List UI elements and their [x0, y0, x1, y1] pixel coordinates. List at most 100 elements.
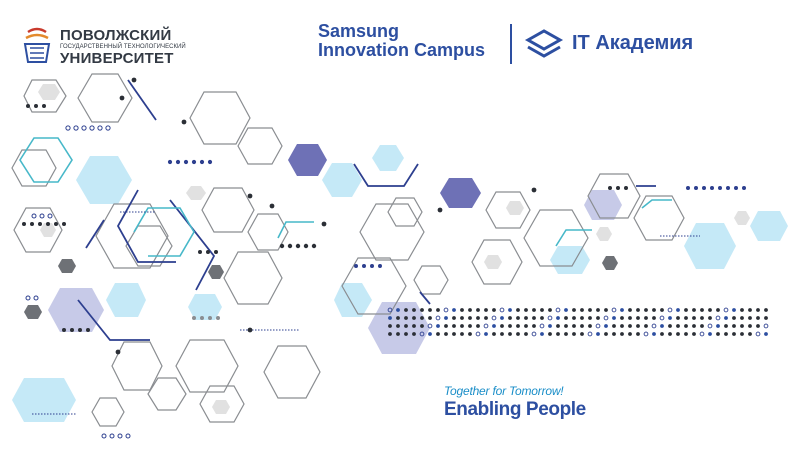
- grid-dot: [419, 331, 425, 337]
- lavender-hexagons: [48, 190, 622, 354]
- grid-dot: [500, 332, 504, 336]
- university-name-line3: УНИВЕРСИТЕТ: [60, 50, 174, 67]
- grid-dot: [564, 332, 568, 336]
- grid-dot: [755, 331, 761, 337]
- grid-dot: [387, 307, 393, 313]
- grid-dot: [436, 308, 440, 312]
- grid-dot: [508, 324, 512, 328]
- grid-dot: [756, 324, 760, 328]
- grid-dot: [548, 332, 552, 336]
- endpoint-nodes: [115, 77, 537, 355]
- grid-dot: [603, 315, 609, 321]
- grid-dot: [500, 324, 504, 328]
- grid-dot: [660, 308, 664, 312]
- grid-dot: [508, 308, 512, 312]
- samsung-line1: Samsung: [318, 21, 400, 41]
- grid-dot: [572, 308, 576, 312]
- grid-dot: [524, 324, 528, 328]
- grid-dot: [556, 332, 560, 336]
- it-academy-label: IT Академия: [572, 32, 694, 54]
- grid-dot: [724, 332, 728, 336]
- grid-dot: [428, 316, 432, 320]
- grid-dot: [412, 332, 416, 336]
- light-gray-hexagons: [38, 84, 750, 414]
- grid-dot: [555, 307, 561, 313]
- grid-dot: [756, 308, 760, 312]
- grid-dot: [483, 323, 489, 329]
- grid-dot: [388, 316, 392, 320]
- grid-dot: [436, 332, 440, 336]
- grid-dot: [740, 332, 744, 336]
- grid-dot: [491, 315, 497, 321]
- samsung-line2: Innovation Campus: [318, 40, 486, 60]
- grid-dot: [707, 323, 713, 329]
- grid-dot: [724, 316, 728, 320]
- grid-dot: [564, 324, 568, 328]
- university-logo: ПОВОЛЖСКИЙ ГОСУДАРСТВЕННЫЙ ТЕХНОЛОГИЧЕСК…: [20, 24, 186, 68]
- grid-dot: [468, 324, 472, 328]
- grid-dot: [388, 324, 392, 328]
- grid-dot: [516, 308, 520, 312]
- grid-dot: [484, 332, 488, 336]
- grid-dot: [580, 316, 584, 320]
- grid-dot: [676, 316, 680, 320]
- teal-strokes: [19, 137, 672, 257]
- grid-dot: [588, 324, 592, 328]
- grid-dot: [692, 316, 696, 320]
- grid-dot: [500, 316, 504, 320]
- grid-dot: [692, 308, 696, 312]
- dot-rows: [22, 104, 746, 439]
- grid-dot: [396, 324, 400, 328]
- grid-dot: [628, 324, 632, 328]
- grid-dot: [764, 316, 768, 320]
- grid-dot: [708, 308, 712, 312]
- grid-dot: [604, 332, 608, 336]
- grid-dot: [644, 316, 648, 320]
- grid-dot: [492, 308, 496, 312]
- grid-dot: [548, 308, 552, 312]
- grid-dot: [724, 324, 728, 328]
- grid-dot: [476, 324, 480, 328]
- grid-dot: [475, 331, 481, 337]
- grid-dot: [516, 316, 520, 320]
- grid-dot: [516, 332, 520, 336]
- grid-dot: [676, 332, 680, 336]
- grid-dot: [404, 324, 408, 328]
- grid-dot: [404, 308, 408, 312]
- grid-dot: [572, 316, 576, 320]
- grid-dot: [604, 324, 608, 328]
- grid-dot: [531, 331, 537, 337]
- grid-dot: [660, 324, 664, 328]
- grid-dot: [588, 316, 592, 320]
- grid-dot: [564, 308, 568, 312]
- grid-dot: [628, 332, 632, 336]
- grid-dot: [452, 332, 456, 336]
- grid-dot: [692, 324, 696, 328]
- grid-dot: [540, 316, 544, 320]
- grid-dot: [435, 315, 441, 321]
- grid-dot: [612, 324, 616, 328]
- grid-dot: [460, 324, 464, 328]
- grid-dot: [556, 324, 560, 328]
- grid-dot: [732, 332, 736, 336]
- grid-dot: [740, 308, 744, 312]
- grid-dot: [732, 324, 736, 328]
- grid-dot: [532, 324, 536, 328]
- grid-dot: [596, 332, 600, 336]
- grid-dot: [580, 308, 584, 312]
- grid-dot: [492, 324, 496, 328]
- gray-hexagons: [24, 256, 618, 319]
- grid-dot: [604, 308, 608, 312]
- grid-dot: [612, 316, 616, 320]
- grid-dot: [564, 316, 568, 320]
- grid-dot: [524, 332, 528, 336]
- grid-dot: [596, 308, 600, 312]
- grid-dot: [628, 308, 632, 312]
- grid-dot: [684, 316, 688, 320]
- grid-dot: [716, 332, 720, 336]
- grid-dot: [444, 332, 448, 336]
- grid-dot: [636, 332, 640, 336]
- grid-dot: [748, 308, 752, 312]
- grid-dot: [684, 324, 688, 328]
- grid-dot: [652, 308, 656, 312]
